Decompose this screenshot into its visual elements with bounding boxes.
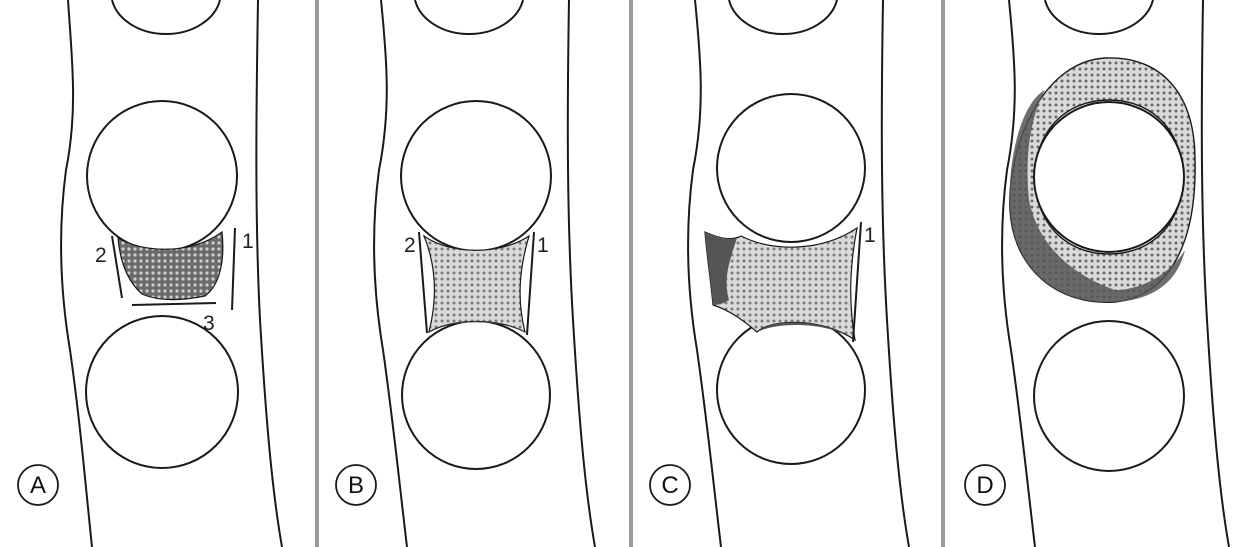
lower-vertebral-head	[1034, 321, 1184, 471]
marker-line-2	[419, 232, 427, 333]
panel-d: D	[945, 0, 1259, 547]
right-bone-contour	[1202, 0, 1229, 547]
top-disc-arc	[1045, 0, 1153, 34]
lower-vertebral-head	[86, 316, 238, 468]
marker-label-3: 3	[203, 312, 215, 335]
panel-c: 1 C	[633, 0, 941, 547]
lower-vertebral-head	[717, 316, 865, 464]
marker-line-1	[232, 228, 235, 310]
top-disc-arc	[415, 0, 523, 34]
upper-vertebral-head	[87, 101, 237, 251]
left-bone-contour	[1002, 0, 1035, 547]
panel-a: 1 2 3 A	[0, 0, 315, 547]
right-bone-contour	[256, 0, 282, 547]
lower-vertebral-head	[402, 321, 550, 469]
upper-vertebral-head	[717, 94, 865, 242]
right-bone-contour	[568, 0, 595, 547]
marker-label-1: 1	[537, 234, 549, 257]
panel-b: 1 2 B	[319, 0, 629, 547]
right-bone-contour	[882, 0, 909, 547]
marker-label-1: 1	[242, 230, 254, 253]
lesion-shaded-region	[424, 236, 529, 332]
top-disc-arc	[729, 0, 837, 34]
panel-badge-label: C	[661, 472, 678, 499]
marker-line-3	[132, 303, 216, 305]
marker-label-1: 1	[864, 224, 876, 247]
panel-badge-label: D	[976, 472, 993, 499]
marker-label-2: 2	[95, 244, 107, 267]
upper-vertebral-head	[1034, 102, 1184, 252]
left-bone-contour	[374, 0, 407, 547]
left-bone-contour	[61, 0, 92, 547]
marker-label-2: 2	[404, 234, 416, 257]
top-disc-arc	[112, 0, 220, 34]
panel-badge-label: A	[30, 472, 46, 499]
panel-badge-label: B	[348, 472, 364, 499]
upper-vertebral-head	[401, 101, 551, 251]
marker-line-1	[527, 232, 534, 335]
